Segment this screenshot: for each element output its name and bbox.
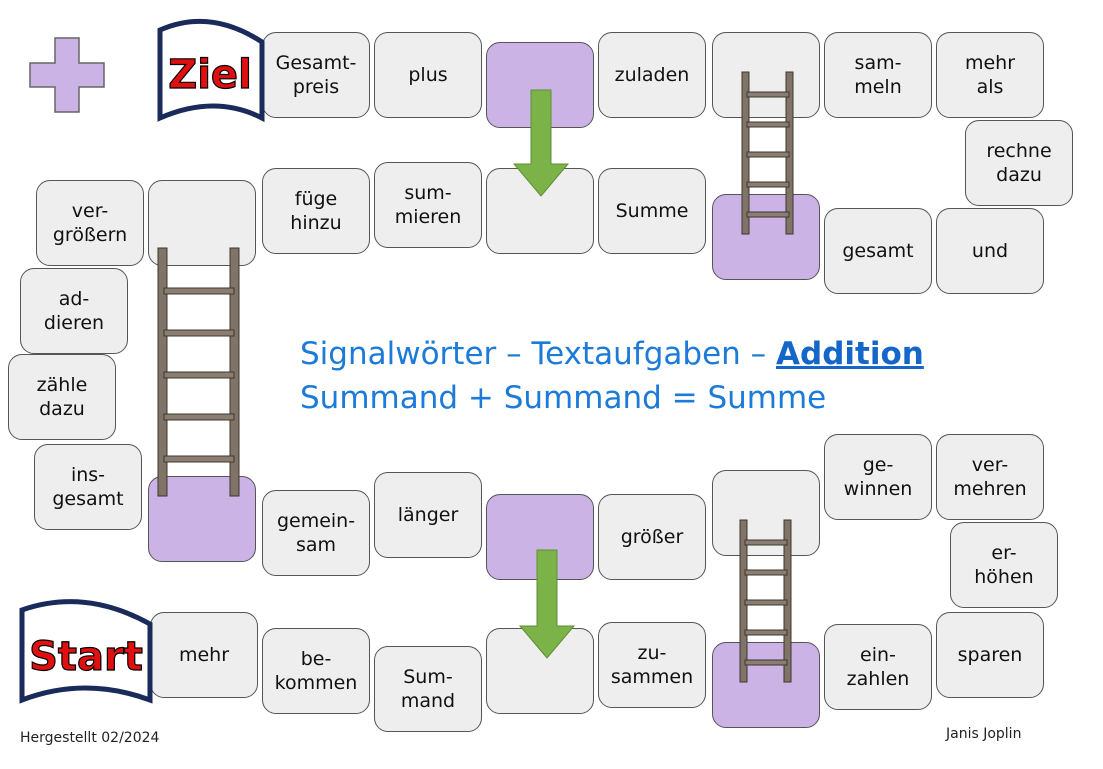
board-tile: zuladen	[598, 32, 706, 118]
goal-flag: Ziel	[157, 18, 265, 123]
board-tile: ein- zahlen	[824, 624, 932, 710]
footer-date: Hergestellt 02/2024	[20, 730, 160, 746]
title-prefix: Signalwörter – Textaufgaben –	[300, 336, 777, 372]
board-tile: plus	[374, 32, 482, 118]
board-tile: gesamt	[824, 208, 932, 294]
board-tile: be- kommen	[262, 628, 370, 714]
board-tile-purple	[712, 642, 820, 728]
board-tile: gemein- sam	[262, 490, 370, 576]
board-tile: Sum- mand	[374, 646, 482, 732]
board-tile: ver- mehren	[936, 434, 1044, 520]
board-tile: rechne dazu	[965, 120, 1073, 206]
board-tile-purple	[486, 494, 594, 580]
footer-author: Janis Joplin	[946, 726, 1022, 742]
board-tile: sam- meln	[824, 32, 932, 118]
board-tile: mehr als	[936, 32, 1044, 118]
board-tile-purple	[148, 476, 256, 562]
goal-flag-label: Ziel	[168, 52, 252, 98]
title-line-2: Summand + Summand = Summe	[300, 380, 827, 416]
title-emphasis: Addition	[776, 336, 924, 372]
start-flag-label: Start	[29, 634, 143, 680]
start-flag: Start	[19, 599, 153, 704]
board-tile: Summe	[598, 168, 706, 254]
board-tile	[486, 628, 594, 714]
board-tile: ver- größern	[36, 180, 144, 266]
ladder-icon	[157, 247, 240, 497]
board-tile: ad- dieren	[20, 268, 128, 354]
board-tile: ins- gesamt	[34, 444, 142, 530]
plus-icon	[29, 37, 105, 113]
board-tile: er- höhen	[950, 522, 1058, 608]
board-tile: mehr	[150, 612, 258, 698]
board-tile: sum- mieren	[374, 162, 482, 248]
title-line-1: Signalwörter – Textaufgaben – Addition	[300, 332, 924, 376]
board-tile	[712, 32, 820, 118]
board-tile: größer	[598, 494, 706, 580]
board-tile: und	[936, 208, 1044, 294]
board-tile	[486, 168, 594, 254]
board-tile: sparen	[936, 612, 1044, 698]
board-tile: ge- winnen	[824, 434, 932, 520]
board-tile-purple	[712, 194, 820, 280]
board-tile: füge hinzu	[262, 168, 370, 254]
board-tile	[148, 180, 256, 266]
board-tile: zu- sammen	[598, 622, 706, 708]
board-tile: länger	[374, 472, 482, 558]
title-block: Signalwörter – Textaufgaben – Addition S…	[300, 332, 924, 420]
board-tile-purple	[486, 42, 594, 128]
board-tile: Gesamt- preis	[262, 32, 370, 118]
board-tile: zähle dazu	[8, 354, 116, 440]
board-tile	[712, 470, 820, 556]
